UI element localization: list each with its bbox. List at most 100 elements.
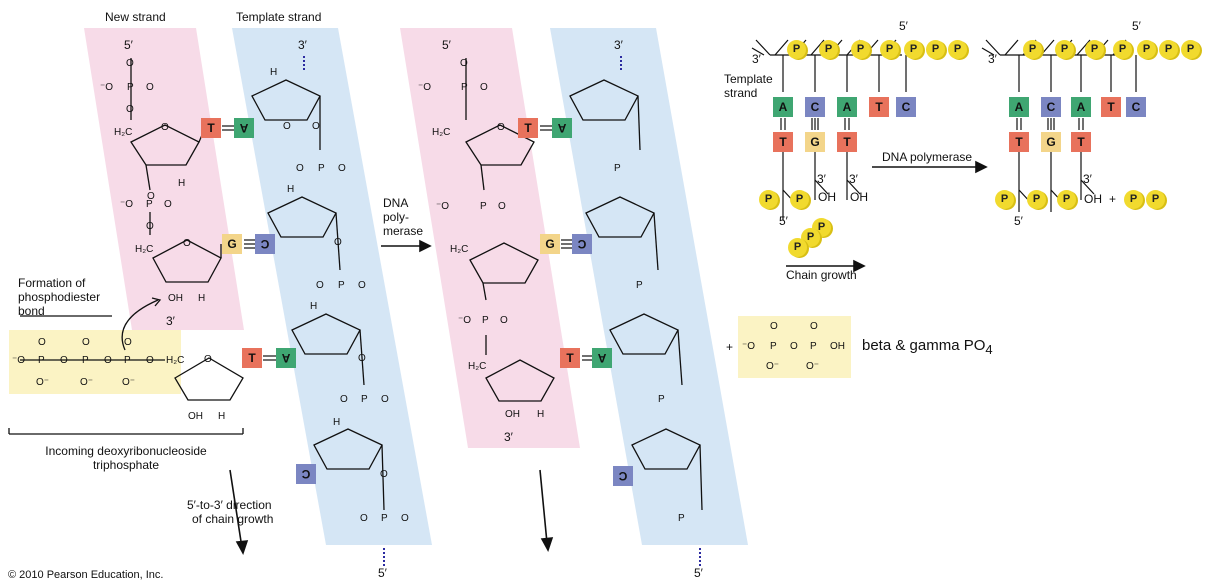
right-new-base-2: G [805,132,825,152]
chem-oh: OH [168,293,183,304]
tmpl-p2-o: O [358,280,366,291]
released-pyrophosphate-box [738,316,851,378]
phosphate-6: P [926,40,945,59]
product-template-base-3: A [1071,97,1091,117]
product-phosphate-1: P [1023,40,1042,59]
mid-chem-o3: O [500,315,508,326]
right-dna-polymerase-label: DNA polymerase [882,150,973,164]
phosphodiester-label-1: Formation of [18,276,86,290]
ppi-minus-o: ⁻O [742,341,756,352]
tmpl-o: O [283,121,291,132]
template-sugar-3 [291,313,361,355]
copyright: © 2010 Pearson Education, Inc. [8,569,164,581]
tmpl-o2: O [312,121,320,132]
chem-minus-o: ⁻O [100,82,114,93]
chem-o-double: O [164,199,172,210]
tmpl-p2-p: P [338,280,345,291]
template-5prime: 5′ [378,566,387,580]
sugar-ring-incoming [174,357,244,401]
ppi-oh: OH [830,341,845,352]
mid-base-t-1: T [518,118,538,138]
mid-sugar-3 [485,359,555,402]
tmpl-h4: H [333,417,341,428]
far-right-3prime: 3′ [988,52,997,66]
tri-o-minus1: O⁻ [36,377,50,388]
mid-template-3prime: 3′ [614,38,623,52]
product-phosphate-3: P [1085,40,1104,59]
ppi-p2: P [810,341,817,352]
phosphodiester-label-2: phosphodiester [18,290,101,304]
chem-h2c: H₂C [114,127,133,138]
template-sugar-4 [313,428,383,470]
mid-chem-h: H [537,409,545,420]
tmpl-p4-o: O [401,513,409,524]
incoming-phosphate-3: P [788,238,807,257]
product-template-base-4: T [1101,97,1121,117]
tmpl-p1: O [296,163,304,174]
template-band-left [232,28,432,545]
tri-o-minus2: O⁻ [80,377,94,388]
base-a-template: A [234,118,254,138]
mid-tmpl-p2: P [636,280,643,291]
product-new-base-1: T [1009,132,1029,152]
right-3prime: 3′ [752,52,761,66]
phosphate-4: P [880,40,899,59]
dna-polymerase-label-2: poly- [383,210,410,224]
base-c-template: C [255,234,275,254]
mid-base-t-2: T [560,348,580,368]
chem-o: O [146,221,154,232]
right-new-base-1: T [773,132,793,152]
phosphate-7: P [948,40,967,59]
right-oh-a: OH [818,190,836,204]
direction-label-2: of chain growth [192,512,274,526]
tmpl-p1-p: P [318,163,325,174]
ppi-p1: P [770,341,777,352]
tmpl-p1-o: O [338,163,346,174]
mid-chem-minus-o: ⁻O [418,82,432,93]
tri-o1: O [60,355,68,366]
new-phosphate-1: P [759,190,778,209]
dna-polymerase-label-3: merase [383,224,424,238]
product-phosphate-2: P [1055,40,1074,59]
chem-ring-o: O [161,122,169,133]
product-new-base-3: T [1071,132,1091,152]
chem-h: H [178,178,186,189]
base-t-new: T [201,118,221,138]
tri-h: H [218,411,226,422]
product-template-base-5: C [1126,97,1146,117]
new-strand-5prime: 5′ [124,38,133,52]
beta-gamma-sub: 4 [985,342,993,357]
base-t-incoming: T [242,348,262,368]
tmpl-p3-p: P [361,394,368,405]
template-3prime: 3′ [298,38,307,52]
mid-template-sugar-2 [585,196,655,238]
mid-sugar-2 [469,242,539,284]
mid-chem-h2c: H₂C [432,127,451,138]
tmpl-h2: H [287,184,295,195]
base-a-template-3: A [276,348,296,368]
right-template-label-2: strand [724,86,758,100]
tri-o-top1: O [38,337,46,348]
base-c-template-4: C [296,464,316,484]
mid-tmpl-p1: P [614,163,621,174]
mid-chem-oh: OH [505,409,520,420]
mid-sugar-1 [465,124,535,166]
right-template-base-4: T [869,97,889,117]
right-new-3prime-a: 3′ [817,172,826,186]
product-3prime: 3′ [1083,172,1092,186]
mid-template-5prime: 5′ [694,566,703,580]
tmpl-h: H [270,67,278,78]
template-band-middle [550,28,748,545]
right-new-base-3: T [837,132,857,152]
tri-minus-o: ⁻O [12,355,26,366]
right-new-5prime: 5′ [779,214,788,228]
chem-o-double: O [146,82,154,93]
mid-chem-o2: O [498,201,506,212]
tri-h2c: H₂C [166,355,185,366]
new-strand-band-middle [400,28,580,448]
mid-new-5prime: 5′ [442,38,451,52]
phosphate-1: P [787,40,806,59]
tmpl-p4-p: P [381,513,388,524]
